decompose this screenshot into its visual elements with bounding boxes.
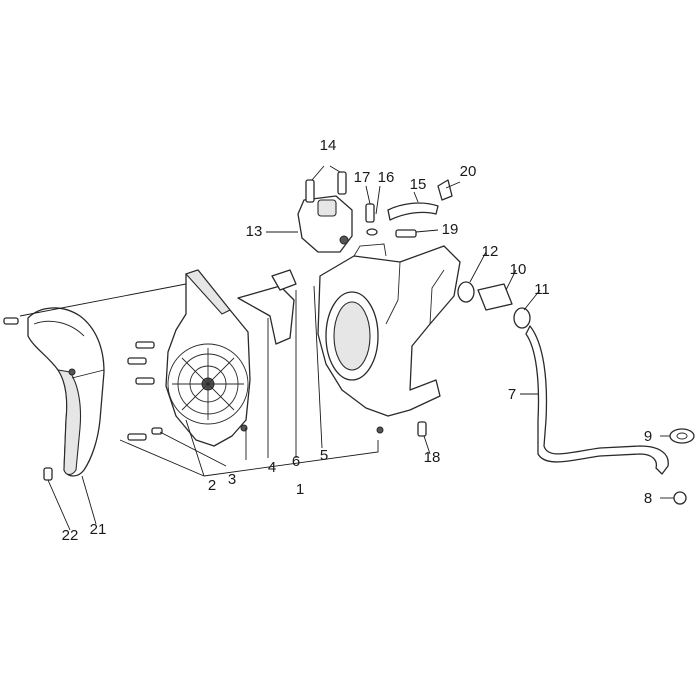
callout-10: 10: [510, 261, 527, 278]
callout-18: 18: [424, 449, 441, 466]
leader-lines: [19, 165, 674, 531]
part-2-screws: [127, 341, 163, 441]
part-10-hose-sleeve: [477, 283, 513, 311]
callout-19: 19: [442, 221, 459, 238]
part-19-screw: [395, 229, 417, 238]
callout-14: 14: [320, 137, 337, 154]
part-13-valve-body: [297, 195, 353, 253]
callout-16: 16: [378, 169, 395, 186]
part-6-clip: [271, 269, 297, 291]
part-9-flange: [669, 428, 695, 444]
callout-22: 22: [62, 527, 79, 544]
part-5-housing: [317, 243, 461, 434]
part-15-hose: [387, 202, 439, 221]
callout-3: 3: [228, 471, 236, 488]
callout-2: 2: [208, 477, 216, 494]
callout-17: 17: [354, 169, 371, 186]
callout-12: 12: [482, 243, 499, 260]
callout-6: 6: [292, 453, 300, 470]
callout-8: 8: [644, 490, 652, 507]
part-22-screw: [43, 467, 53, 481]
part-20-clamp: [437, 179, 453, 201]
callout-15: 15: [410, 176, 427, 193]
callout-21: 21: [90, 521, 107, 538]
part-16-washer: [366, 228, 378, 236]
callout-9: 9: [644, 428, 652, 445]
callout-20: 20: [460, 163, 477, 180]
part-12-hose-clamp: [457, 281, 475, 303]
part-fastener-left: [3, 317, 19, 325]
part-17-bolt: [365, 203, 375, 223]
part-18-bolt: [417, 421, 427, 437]
part-14-screws: [305, 171, 347, 203]
part-21-side-cover: [27, 307, 105, 477]
callout-7: 7: [508, 386, 516, 403]
callout-4: 4: [268, 459, 276, 476]
callout-5: 5: [320, 447, 328, 464]
callout-13: 13: [246, 223, 263, 240]
part-7-pipe: [525, 325, 669, 475]
callout-11: 11: [534, 281, 550, 298]
part-8-nut: [673, 491, 687, 505]
part-3-fan-cover: [165, 269, 251, 447]
callouts: 1 2 3 4 5 6 7 8 9 10 11 12 13 14 15 16 1…: [62, 137, 653, 544]
callout-1: 1: [296, 481, 304, 498]
part-11-clamp: [513, 307, 531, 329]
